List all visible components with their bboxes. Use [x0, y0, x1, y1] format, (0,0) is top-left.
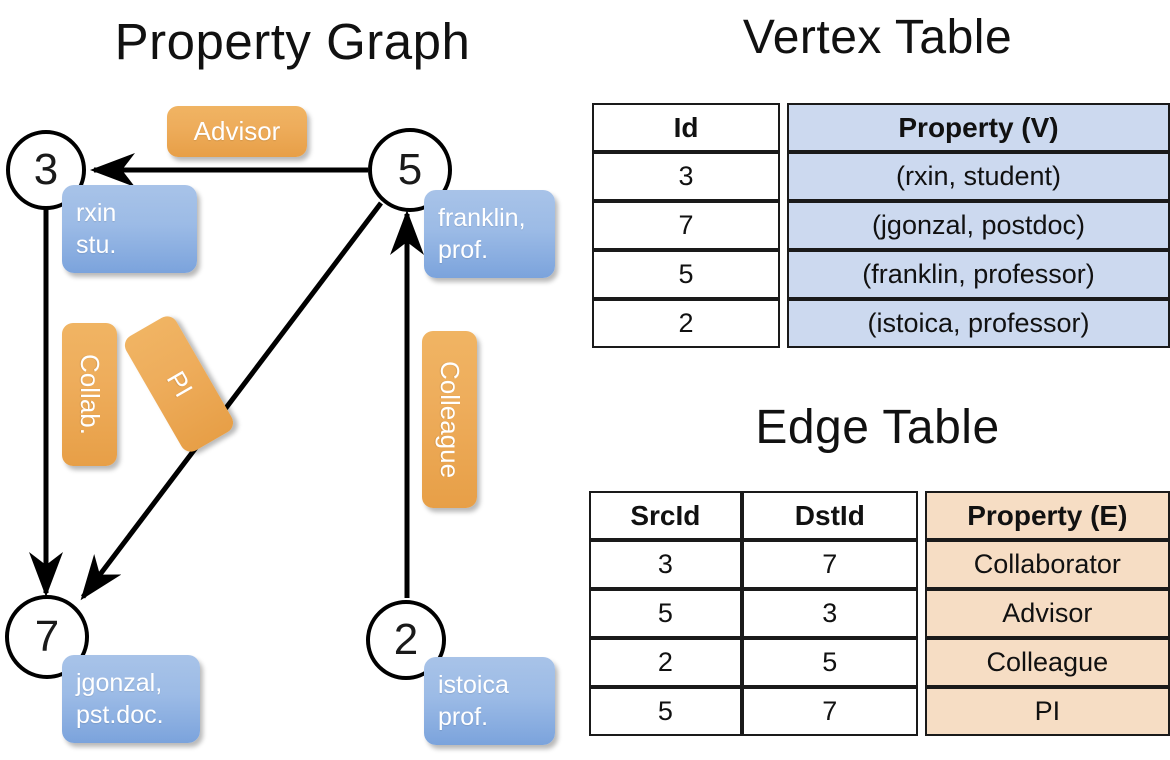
vertex-property-line-2: prof.	[438, 236, 489, 264]
column-separator	[917, 540, 925, 589]
edge-label-advisor[interactable]: Advisor	[167, 106, 307, 157]
vertex-cell-id: 7	[592, 201, 781, 250]
table-row[interactable]: 2 (istoica, professor)	[592, 299, 1170, 348]
vertex-property-line-1: franklin,	[438, 204, 526, 232]
table-row[interactable]: 2 5 Colleague	[589, 638, 1170, 687]
edge-cell-dstid: 7	[741, 687, 918, 736]
edge-label-colleague-text: Colleague	[435, 360, 465, 479]
column-separator	[780, 299, 788, 348]
edge-header-srcid: SrcId	[589, 491, 742, 540]
edge-label-pi-text: PI	[160, 365, 199, 402]
edge-cell-srcid: 3	[589, 540, 742, 589]
edge-cell-property: Colleague	[924, 638, 1170, 687]
edge-arrow-5-to-7	[80, 201, 383, 601]
column-separator	[917, 638, 925, 687]
edge-cell-dstid: 5	[741, 638, 918, 687]
edge-cell-srcid: 5	[589, 589, 742, 638]
edge-cell-property: Collaborator	[924, 540, 1170, 589]
vertex-property-box-5[interactable]: franklin, prof.	[424, 190, 555, 278]
table-row[interactable]: 5 (franklin, professor)	[592, 250, 1170, 299]
vertex-property-box-7[interactable]: jgonzal, pst.doc.	[62, 655, 200, 743]
vertex-cell-id: 5	[592, 250, 781, 299]
edge-cell-srcid: 5	[589, 687, 742, 736]
vertex-property-line-2: prof.	[438, 703, 489, 731]
column-separator	[917, 687, 925, 736]
edge-cell-property: Advisor	[924, 589, 1170, 638]
vertex-property-line-2: stu.	[76, 231, 117, 259]
table-row[interactable]: 5 7 PI	[589, 687, 1170, 736]
edge-cell-dstid: 3	[741, 589, 918, 638]
table-header-row: Id Property (V)	[592, 103, 1170, 152]
vertex-header-id: Id	[592, 103, 781, 152]
vertex-cell-property: (rxin, student)	[787, 152, 1170, 201]
vertex-table: Id Property (V) 3 (rxin, student) 7 (jgo…	[592, 103, 1170, 348]
edge-label-collab[interactable]: Collab.	[62, 323, 117, 466]
edge-cell-srcid: 2	[589, 638, 742, 687]
graph-node-2[interactable]: 2	[366, 600, 446, 680]
edge-label-advisor-text: Advisor	[193, 116, 281, 146]
table-header-row: SrcId DstId Property (E)	[589, 491, 1170, 540]
page-title-vertex-table: Vertex Table	[742, 11, 1013, 64]
column-separator	[780, 103, 788, 152]
edge-label-collab-text: Collab.	[75, 354, 105, 435]
property-graph-diagram: 3 5 7 2 rxin stu. franklin, prof. jgonza…	[5, 106, 555, 745]
table-row[interactable]: 3 (rxin, student)	[592, 152, 1170, 201]
vertex-cell-property: (istoica, professor)	[787, 299, 1170, 348]
graph-edge-arrows	[29, 153, 424, 601]
vertex-property-box-3[interactable]: rxin stu.	[62, 185, 197, 273]
graph-node-3-label: 3	[33, 145, 59, 194]
vertex-cell-property: (franklin, professor)	[787, 250, 1170, 299]
graph-node-5-label: 5	[397, 145, 423, 194]
column-separator	[917, 491, 925, 540]
graph-node-7-label: 7	[34, 612, 60, 661]
edge-header-property: Property (E)	[924, 491, 1170, 540]
table-row[interactable]: 3 7 Collaborator	[589, 540, 1170, 589]
vertex-property-line-1: jgonzal,	[76, 669, 163, 697]
vertex-property-line-1: rxin	[76, 199, 117, 227]
column-separator	[917, 589, 925, 638]
vertex-cell-property: (jgonzal, postdoc)	[787, 201, 1170, 250]
vertex-cell-id: 2	[592, 299, 781, 348]
vertex-property-line-1: istoica	[438, 671, 509, 699]
vertex-property-line-2: pst.doc.	[76, 701, 164, 729]
table-row[interactable]: 5 3 Advisor	[589, 589, 1170, 638]
graph-node-2-label: 2	[393, 615, 419, 664]
edge-cell-property: PI	[924, 687, 1170, 736]
column-separator	[780, 250, 788, 299]
edge-header-dstid: DstId	[741, 491, 918, 540]
edge-cell-dstid: 7	[741, 540, 918, 589]
edge-table: SrcId DstId Property (E) 3 7 Collaborato…	[589, 491, 1170, 736]
vertex-header-property: Property (V)	[787, 103, 1170, 152]
column-separator	[780, 201, 788, 250]
edge-label-colleague[interactable]: Colleague	[422, 331, 477, 508]
page-title-edge-table: Edge Table	[755, 401, 1000, 454]
column-separator	[780, 152, 788, 201]
vertex-cell-id: 3	[592, 152, 781, 201]
page-title-property-graph: Property Graph	[114, 13, 471, 70]
vertex-property-box-2[interactable]: istoica prof.	[424, 657, 555, 745]
table-row[interactable]: 7 (jgonzal, postdoc)	[592, 201, 1170, 250]
